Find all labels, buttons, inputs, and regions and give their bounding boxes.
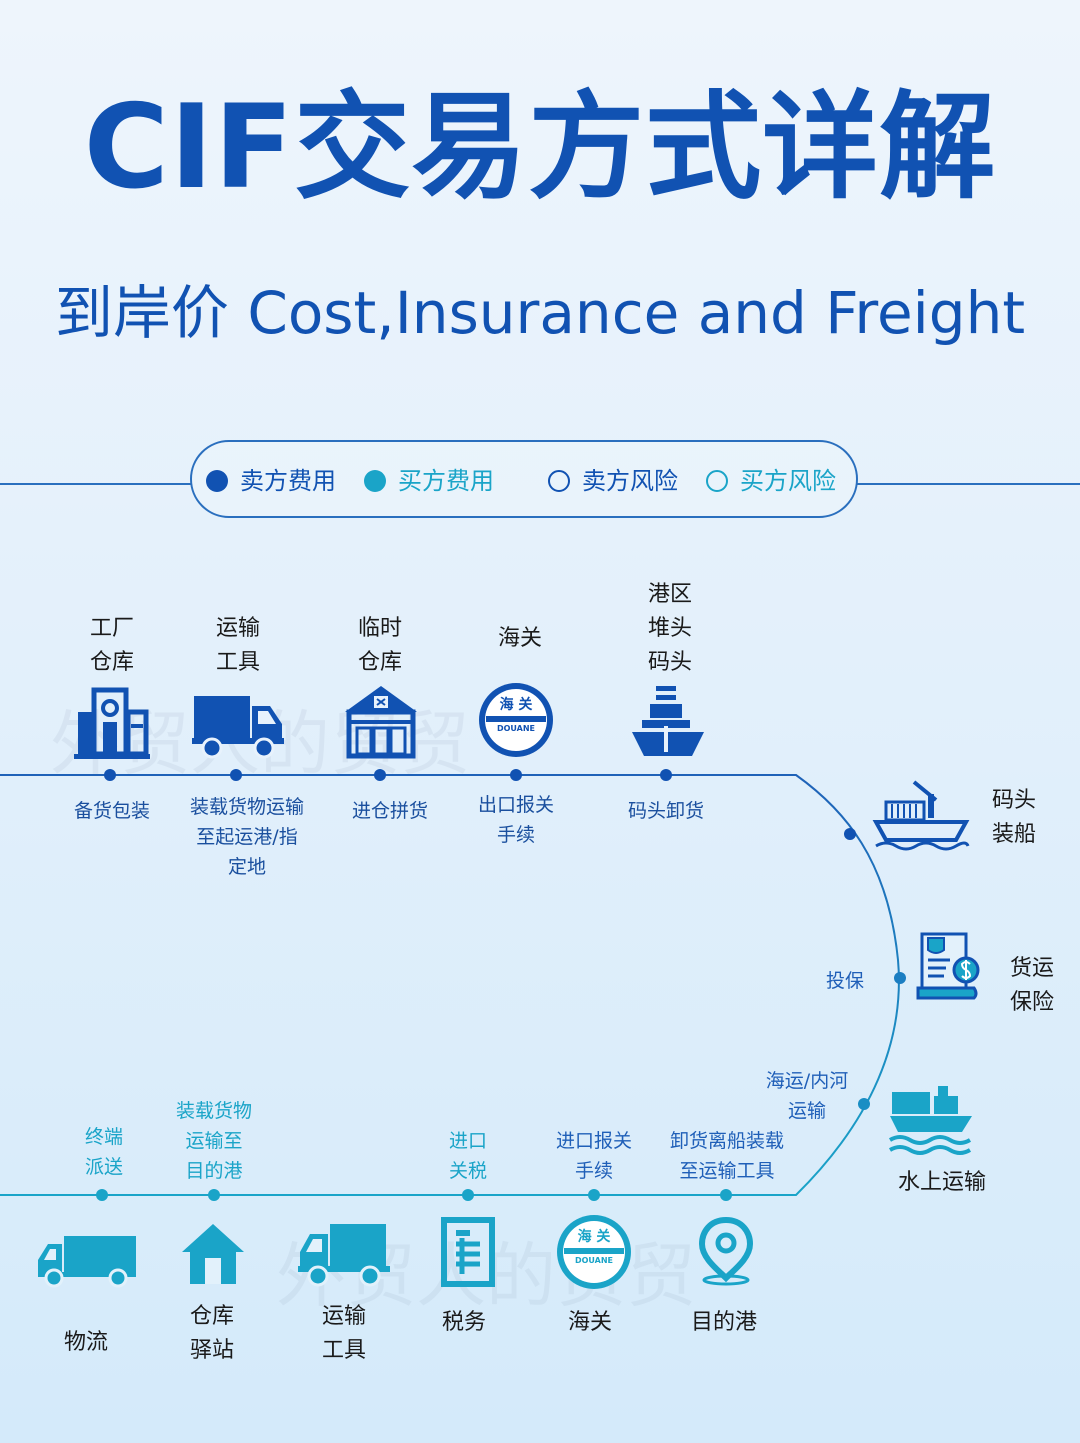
cargo-ship-icon (872, 780, 970, 851)
customs-badge-icon: 海 关 DOUANE (554, 1212, 634, 1292)
step-water: 海运/内河 运输 (765, 1070, 849, 1122)
dot-customs (510, 769, 522, 781)
legend-buyer-risk-label: 买方风险 (740, 467, 836, 495)
customs-badge-en: DOUANE (496, 724, 536, 733)
boat-icon (888, 1086, 972, 1155)
step-factory: 备货包装 (73, 800, 150, 822)
step-customs: 出口报关 手续 (477, 794, 554, 846)
legend: 卖方费用 买方费用 卖方风险 买方风险 (190, 440, 858, 518)
legend-seller-risk: 卖方风险 (548, 466, 678, 496)
label-tax: 税务 (441, 1310, 486, 1335)
dot-import-customs (588, 1189, 600, 1201)
insurance-icon (916, 932, 980, 1000)
legend-line-left (0, 483, 192, 485)
document-icon (441, 1217, 495, 1287)
legend-buyer-risk: 买方风险 (706, 466, 836, 496)
dot-water (858, 1098, 870, 1110)
label-loading: 码头 装船 (991, 788, 1036, 847)
dot-dest-port (720, 1189, 732, 1201)
label-logistics: 物流 (63, 1330, 108, 1355)
truck-icon (192, 696, 284, 759)
legend-line-right (856, 483, 1080, 485)
ship-icon (632, 686, 704, 756)
label-temp-warehouse: 临时 仓库 (357, 616, 402, 675)
label-insurance: 货运 保险 (1009, 956, 1054, 1015)
path-dots (96, 769, 906, 1201)
step-port: 码头卸货 (627, 800, 704, 822)
dot-transport (230, 769, 242, 781)
hollow-teal-dot-icon (706, 470, 728, 492)
legend-seller-risk-label: 卖方风险 (582, 467, 678, 495)
label-water: 水上运输 (897, 1170, 986, 1195)
dot-bottom-transport (208, 1189, 220, 1201)
page-subtitle: 到岸价 Cost,Insurance and Freight (54, 279, 1026, 347)
label-factory: 工厂 仓库 (89, 616, 134, 675)
label-bottom-transport: 运输 工具 (321, 1304, 366, 1363)
step-insurance: 投保 (825, 970, 864, 992)
filled-dark-dot-icon (206, 470, 228, 492)
factory-icon (74, 687, 150, 759)
step-dest-port: 卸货离船装载 至运输工具 (669, 1130, 784, 1182)
customs-badge-cn: 海 关 (499, 697, 533, 713)
step-logistics: 终端 派送 (84, 1126, 123, 1178)
customs-badge-icon: 海 关 DOUANE (476, 680, 556, 760)
page-title: CIF交易方式详解 (83, 80, 997, 215)
truck-icon (298, 1224, 390, 1287)
legend-buyer-cost-label: 买方费用 (398, 467, 494, 495)
customs-badge-cn: 海 关 (577, 1229, 611, 1245)
customs-badge-en: DOUANE (574, 1256, 614, 1265)
dot-insurance (894, 972, 906, 984)
label-import-customs: 海关 (567, 1310, 612, 1335)
step-temp-warehouse: 进仓拼货 (351, 800, 428, 822)
dot-factory (104, 769, 116, 781)
legend-seller-cost: 卖方费用 (206, 466, 336, 496)
step-bottom-transport: 装载货物 运输至 目的港 (175, 1100, 252, 1182)
step-transport: 装载货物运输 至起运港/指 定地 (189, 796, 304, 878)
label-dest-port: 目的港 (690, 1310, 757, 1335)
location-pin-icon (698, 1216, 754, 1286)
warehouse-icon (345, 686, 417, 759)
label-warehouse: 仓库 驿站 (189, 1304, 234, 1363)
dot-loading (844, 828, 856, 840)
dot-tax (462, 1189, 474, 1201)
label-port: 港区 堆头 码头 (647, 582, 692, 675)
dot-temp-warehouse (374, 769, 386, 781)
step-tax: 进口 关税 (448, 1130, 487, 1182)
label-transport: 运输 工具 (215, 616, 260, 675)
legend-seller-cost-label: 卖方费用 (240, 467, 336, 495)
step-import-customs: 进口报关 手续 (555, 1130, 632, 1182)
delivery-truck-icon (38, 1236, 136, 1288)
legend-buyer-cost: 买方费用 (364, 466, 494, 496)
filled-teal-dot-icon (364, 470, 386, 492)
hollow-dark-dot-icon (548, 470, 570, 492)
dot-logistics (96, 1189, 108, 1201)
dot-port (660, 769, 672, 781)
house-icon (182, 1224, 244, 1284)
label-customs: 海关 (497, 626, 542, 651)
